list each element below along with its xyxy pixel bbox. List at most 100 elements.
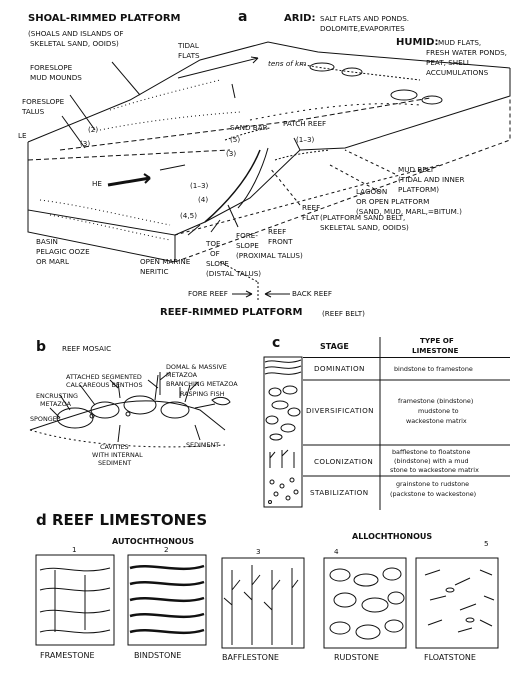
arid-text-line1: SALT FLATS AND PONDS. [320, 14, 410, 23]
stage-header: STAGE [320, 342, 349, 351]
open-marine-line1: OPEN MARINE [140, 257, 191, 266]
reef-mosaic-sketch [29, 371, 231, 448]
humid-head: HUMID: [396, 37, 439, 48]
reef-rimmed-title: REEF-RIMMED PLATFORM [160, 307, 303, 318]
reef-front-line1: REEF [268, 227, 287, 236]
attached-benthos-line2: CALCAREOUS BENTHOS [66, 381, 143, 389]
toe-line4: (DISTAL TALUS) [206, 269, 262, 278]
reef-flat-line3: (PLATFORM SAND BELT, [320, 213, 406, 222]
number-4: (4) [198, 195, 209, 204]
rasping-fish-label: RASPING FISH [180, 390, 225, 398]
number-1-3b: (1–3) [190, 181, 209, 190]
attached-benthos-line1: ATTACHED SEGMENTED [66, 373, 142, 381]
stage-table-lines [303, 337, 510, 510]
cavities-line2: WITH INTERNAL [92, 451, 143, 459]
reef-front-line2: FRONT [268, 237, 293, 246]
sand-bar-label: SAND BAR [230, 123, 268, 132]
basin-line3: OR MARL [36, 257, 70, 266]
foreslope-line2: SLOPE [236, 241, 259, 250]
type-4-number: 4 [334, 547, 339, 556]
toe-line3: SLOPE [206, 259, 229, 268]
number-3a: (3) [80, 139, 91, 148]
number-2: (2) [88, 125, 99, 134]
shoal-note-line2: SKELETAL SAND, OOIDS) [30, 39, 119, 48]
foreslope-mounds-line2: MUD MOUNDS [30, 73, 82, 82]
branching-label: BRANCHING METAZOA [166, 380, 238, 388]
panel-d-letter: d [36, 511, 47, 529]
domal-line1: DOMAL & MASSIVE [166, 363, 227, 371]
reef-limestones-title: REEF LIMESTONES [52, 511, 208, 529]
toe-line1: TOE [206, 239, 221, 248]
type-header-line1: TYPE OF [420, 336, 454, 345]
reef-belt-note: (REEF BELT) [322, 309, 365, 318]
back-reef-label: BACK REEF [292, 289, 332, 298]
number-5: (5) [230, 135, 241, 144]
humid-line4: ACCUMULATIONS [426, 68, 489, 77]
type-2-number: 2 [164, 545, 169, 554]
stage-colonization: COLONIZATION [314, 457, 374, 466]
panel-a-letter: a [238, 9, 248, 25]
allochthonous-label: ALLOCHTHONOUS [352, 532, 433, 541]
tidal-flats-line2: FLATS [178, 51, 200, 60]
reef-flat-line1: REEF [302, 203, 321, 212]
mud-belt-line3: PLATFORM) [398, 185, 440, 194]
type-2-name: BINDSTONE [134, 651, 182, 660]
number-4-5: (4,5) [180, 211, 198, 220]
type-3-name: BAFFLESTONE [222, 653, 279, 662]
he-label: HE [92, 179, 102, 188]
tens-of-km-label: tens of km [268, 59, 307, 68]
number-1-3a: (1–3) [296, 135, 315, 144]
platform-block-diagram [27, 41, 511, 302]
stage-stabilization: STABILIZATION [310, 488, 369, 497]
type-5-number: 5 [484, 539, 489, 548]
type-colonization-line3: stone to wackestone matrix [390, 466, 479, 474]
type-diversification-line3: wackestone matrix [406, 417, 467, 425]
panel-c-letter: c [272, 335, 281, 351]
reef-flat-line2: FLAT [302, 213, 320, 222]
sponges-label: SPONGES [30, 415, 61, 423]
shoal-rimmed-title: SHOAL-RIMMED PLATFORM [28, 13, 181, 24]
stage-diversification: DIVERSIFICATION [306, 406, 374, 415]
arid-text-line2: DOLOMITE,EVAPORITES [320, 24, 405, 33]
reef-flat-line4: SKELETAL SAND, OOIDS) [320, 223, 409, 232]
stage-header-rule [303, 357, 510, 358]
lagoon-line1: LAGOON [356, 187, 388, 196]
type-1-number: 1 [72, 545, 77, 554]
type-5-name: FLOATSTONE [424, 653, 476, 662]
encrusting-line1: ENCRUSTING [36, 392, 78, 400]
shoal-note-line1: (SHOALS AND ISLANDS OF [28, 29, 124, 38]
type-diversification-line2: mudstone to [418, 407, 459, 415]
tidal-flats-line1: TIDAL [178, 41, 199, 50]
mud-belt-line2: (TIDAL AND INNER [398, 175, 465, 184]
humid-line2: FRESH WATER PONDS, [426, 48, 507, 57]
type-stabilization-line2: (packstone to wackestone) [390, 490, 477, 498]
cavities-line3: SEDIMENT [98, 459, 132, 467]
type-1-name: FRAMESTONE [40, 651, 95, 660]
encrusting-line2: METAZOA [40, 400, 71, 408]
type-diversification-line1: framestone (bindstone) [398, 397, 474, 405]
autochthonous-label: AUTOCHTHONOUS [112, 537, 194, 546]
domal-line2: METAZOA [166, 371, 197, 379]
foreslope-talus-line2: TALUS [22, 107, 45, 116]
foreslope-line3: (PROXIMAL TALUS) [236, 251, 303, 260]
number-3b: (3) [226, 149, 237, 158]
stage-column [263, 356, 303, 508]
patch-reef-label: PATCH REEF [283, 119, 327, 128]
reef-mosaic-title: REEF MOSAIC [62, 344, 112, 353]
humid-line3: PEAT, SHELL [426, 58, 471, 67]
foreslope-talus-line1: FORESLOPE [22, 97, 65, 106]
basin-line1: BASIN [36, 237, 58, 246]
sediment-label: SEDIMENT [186, 441, 220, 449]
lagoon-line3: (SAND, MUD, MARL,=BITUM.) [356, 207, 462, 216]
toe-line2: OF [210, 249, 220, 258]
type-stabilization-line1: grainstone to rudstone [396, 480, 470, 488]
open-marine-line2: NERITIC [140, 267, 169, 276]
le-label: LE [18, 131, 27, 140]
lagoon-line2: OR OPEN PLATFORM [356, 197, 430, 206]
foreslope-line1: FORE- [236, 231, 258, 240]
humid-line1: MUD FLATS, [438, 38, 482, 47]
type-domination-line1: bindstone to framestone [394, 365, 473, 373]
fore-reef-label: FORE REEF [188, 289, 228, 298]
foreslope-mounds-line1: FORESLOPE [30, 63, 73, 72]
